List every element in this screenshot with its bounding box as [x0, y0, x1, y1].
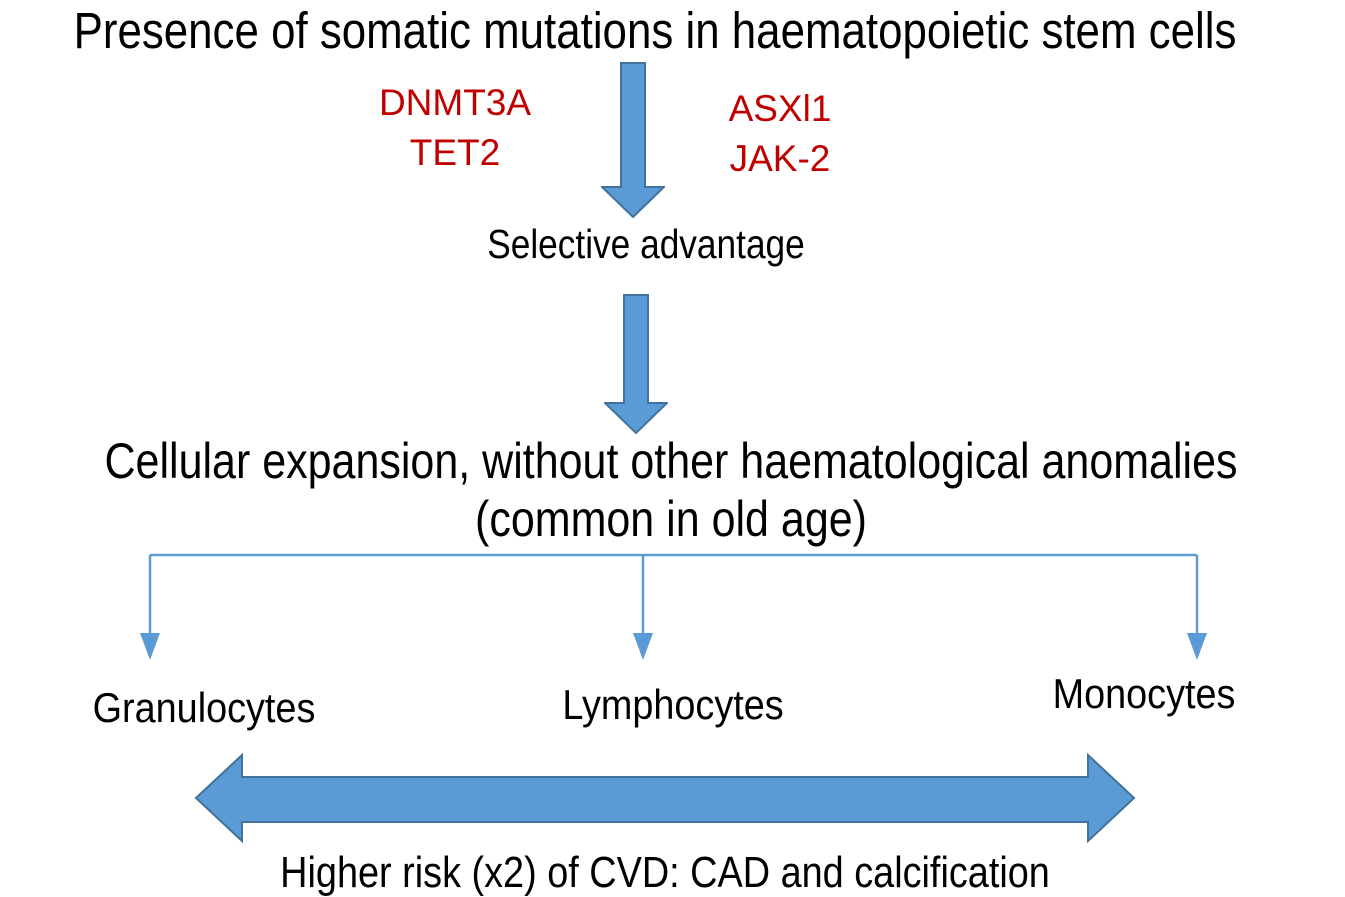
gene-jak2: JAK-2 — [729, 138, 831, 179]
risk-outcome-label: Higher risk (x2) of CVD: CAD and calcifi… — [280, 848, 1050, 897]
down-arrow-icon — [604, 294, 668, 435]
cellular-expansion-line2: (common in old age) — [475, 491, 867, 547]
mutation-genes-right: ASXl1 JAK-2 — [729, 84, 832, 184]
cellular-expansion-label: Cellular expansion, without other haemat… — [105, 432, 1238, 548]
gene-asxl1: ASXl1 — [728, 88, 832, 129]
mutation-genes-left: DNMT3A TET2 — [379, 78, 531, 178]
double-headed-arrow-icon — [194, 753, 1136, 843]
branch-connector-arrows-icon — [140, 553, 1207, 660]
selective-advantage-label: Selective advantage — [487, 221, 805, 267]
cellular-expansion-line1: Cellular expansion, without other haemat… — [104, 433, 1238, 489]
cell-type-lymphocytes: Lymphocytes — [562, 681, 784, 728]
cell-type-granulocytes: Granulocytes — [92, 684, 316, 731]
cell-type-monocytes: Monocytes — [1052, 670, 1236, 717]
down-arrow-icon — [601, 62, 665, 219]
gene-dnmt3a: DNMT3A — [378, 82, 532, 123]
diagram-title: Presence of somatic mutations in haemato… — [73, 2, 1237, 59]
gene-tet2: TET2 — [409, 132, 501, 173]
